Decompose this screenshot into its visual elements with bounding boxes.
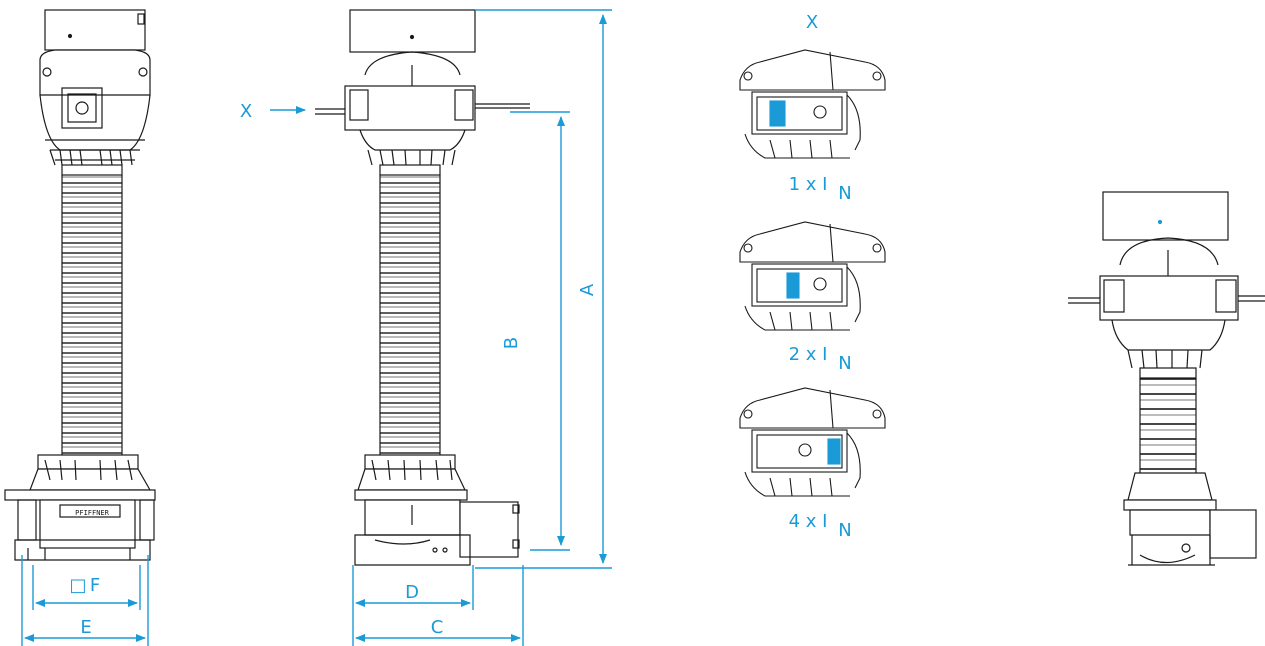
dim-b-label: B	[501, 337, 522, 349]
detail-view-4	[739, 387, 886, 497]
dim-f-symbol: □	[69, 575, 86, 596]
dimension-lines-side	[270, 9, 612, 646]
dim-e-label: E	[80, 617, 91, 638]
rating-1-label: 1 x I	[789, 174, 828, 195]
rating-4-sub: N	[838, 520, 851, 541]
dim-a-label: A	[577, 283, 598, 296]
detail-view-2	[739, 221, 886, 331]
dim-d-label: D	[405, 582, 419, 603]
short-variant-view	[1068, 191, 1265, 566]
side-view	[315, 9, 530, 566]
rating-4-label: 4 x I	[789, 511, 828, 532]
dim-f-label: F	[90, 575, 100, 596]
view-x-arrow-label: X	[240, 101, 252, 122]
rating-2-label: 2 x I	[789, 344, 828, 365]
front-view	[4, 9, 156, 561]
nameplate-text: PFIFFNER	[75, 509, 110, 517]
rating-1-sub: N	[838, 183, 851, 204]
rating-2-sub: N	[838, 353, 851, 374]
dim-c-label: C	[431, 617, 444, 638]
detail-view-1	[739, 49, 886, 159]
view-x-title: X	[806, 12, 818, 33]
dimension-lines-front	[21, 555, 149, 646]
